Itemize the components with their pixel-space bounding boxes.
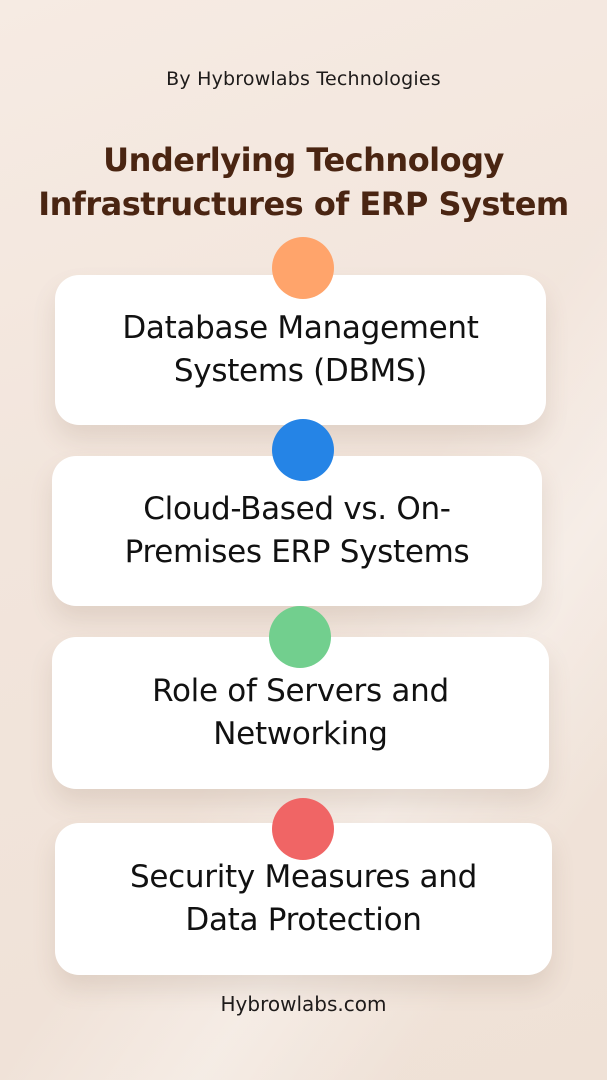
- page-title-line-1: Underlying Technology: [103, 141, 504, 179]
- card-dbms: Database Management Systems (DBMS): [55, 275, 546, 425]
- card-security-text: Security Measures and Data Protection: [130, 856, 477, 942]
- card-dbms-line-1: Database Management: [122, 310, 479, 346]
- page-title-line-2: Infrastructures of ERP System: [38, 185, 569, 223]
- byline: By Hybrowlabs Technologies: [166, 68, 441, 90]
- card-servers-networking: Role of Servers and Networking: [52, 637, 549, 789]
- page-title: Underlying Technology Infrastructures of…: [0, 138, 607, 226]
- card-servers-networking-line-1: Role of Servers and: [152, 673, 449, 709]
- dot-red-icon: [272, 798, 334, 860]
- card-cloud-vs-onprem-line-1: Cloud-Based vs. On-: [143, 491, 451, 527]
- footer-website: Hybrowlabs.com: [220, 992, 387, 1016]
- card-cloud-vs-onprem: Cloud-Based vs. On- Premises ERP Systems: [52, 456, 542, 606]
- card-dbms-line-2: Systems (DBMS): [173, 353, 428, 389]
- card-security-line-2: Data Protection: [185, 902, 422, 938]
- card-servers-networking-text: Role of Servers and Networking: [152, 670, 449, 756]
- card-cloud-vs-onprem-line-2: Premises ERP Systems: [124, 534, 470, 570]
- card-security-line-1: Security Measures and: [130, 859, 477, 895]
- dot-orange-icon: [272, 237, 334, 299]
- dot-blue-icon: [272, 419, 334, 481]
- dot-green-icon: [269, 606, 331, 668]
- card-cloud-vs-onprem-text: Cloud-Based vs. On- Premises ERP Systems: [125, 488, 470, 574]
- card-servers-networking-line-2: Networking: [213, 716, 388, 752]
- card-dbms-text: Database Management Systems (DBMS): [122, 307, 479, 393]
